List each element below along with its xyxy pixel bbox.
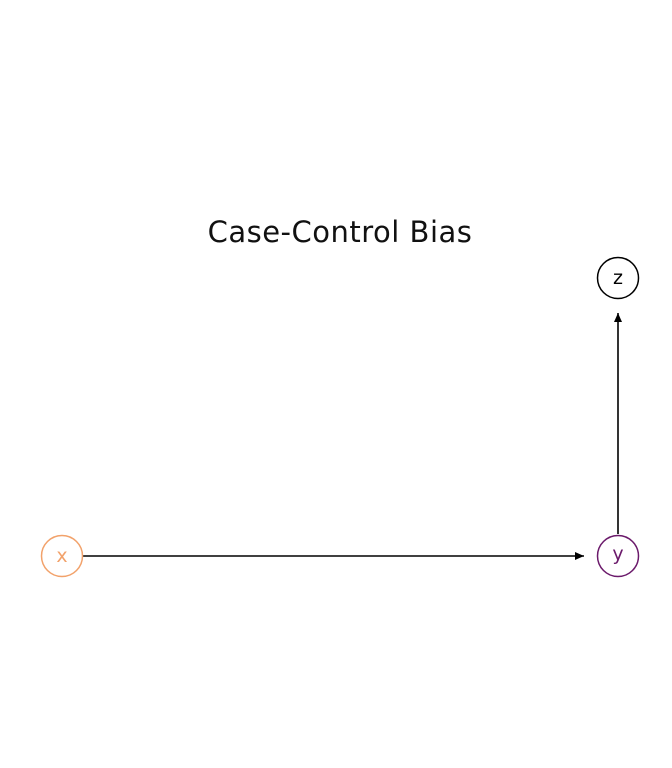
- node-z-label: z: [613, 267, 623, 289]
- node-x: x: [40, 534, 84, 578]
- diagram-title: Case-Control Bias: [207, 215, 473, 249]
- node-z-circle: [596, 256, 640, 300]
- node-y: y: [596, 534, 640, 578]
- node-y-circle: [596, 534, 640, 578]
- node-x-label: x: [56, 545, 67, 567]
- node-x-circle: [40, 534, 84, 578]
- node-z: z: [596, 256, 640, 300]
- node-y-label: y: [612, 543, 623, 565]
